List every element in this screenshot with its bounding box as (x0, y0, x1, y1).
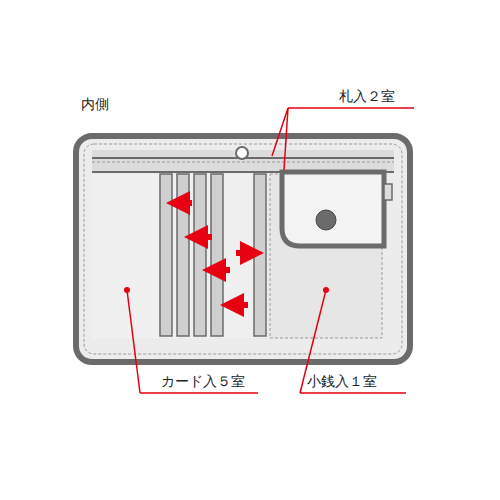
slot-arrows (178, 203, 252, 305)
arrow (178, 200, 192, 206)
callout-label: 札入２室 (338, 88, 396, 105)
leader-line (334, 107, 414, 109)
card-slot-strips (160, 174, 266, 336)
snap-button (316, 210, 336, 230)
card-slot-strip (177, 174, 189, 336)
coin-flap (282, 172, 384, 246)
leader-dot (124, 287, 130, 293)
arrow (232, 302, 248, 308)
arrow (236, 250, 252, 256)
arrow (214, 267, 230, 273)
arrow (196, 234, 212, 240)
card-slot-strip (160, 174, 172, 336)
wallet-outline (76, 136, 410, 362)
grommet (236, 147, 248, 159)
card-slot-strip (211, 174, 223, 336)
view-title: 内側 (80, 96, 110, 113)
leader-line (300, 392, 406, 394)
card-slot-strip (254, 174, 266, 336)
side-tab (384, 184, 392, 200)
leader-dot (323, 287, 329, 293)
card-slot-strip (194, 174, 206, 336)
callout-label: カード入５室 (160, 373, 246, 390)
leader-line (127, 290, 140, 393)
leader-line (288, 107, 334, 109)
callout-label: 小銭入１室 (306, 373, 378, 390)
bill-slot-stitch (92, 162, 394, 163)
card-area (92, 174, 266, 338)
leader-line (140, 392, 258, 394)
leader-line (284, 108, 288, 170)
leader-lines (127, 108, 414, 393)
